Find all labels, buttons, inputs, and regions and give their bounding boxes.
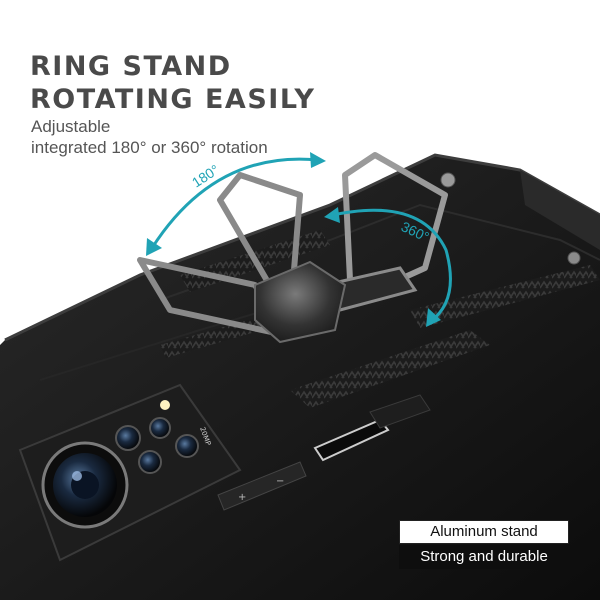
side-buttons: + − — [217, 461, 307, 511]
rotation-180-arrow — [146, 152, 326, 256]
aluminum-stand-badge: Aluminum stand — [399, 520, 569, 544]
strong-durable-badge: Strong and durable — [399, 545, 569, 569]
rotation-360-arrow — [324, 207, 452, 327]
subline-line-2: integrated 180° or 360° rotation — [31, 138, 268, 157]
headline: RING STAND ROTATING EASILY — [30, 50, 315, 116]
camera-lens — [138, 450, 162, 474]
camera-lens — [175, 434, 199, 458]
headline-line-1: RING STAND — [30, 51, 232, 82]
rotation-180-label: 180° — [189, 161, 222, 190]
ring-disc — [254, 260, 347, 344]
subline-line-1: Adjustable — [31, 117, 111, 136]
corner-screw — [567, 251, 581, 265]
svg-text:−: − — [276, 476, 284, 487]
camera-module: 20MP — [18, 383, 242, 562]
camera-lens — [149, 417, 171, 439]
port-cutout — [313, 418, 390, 462]
flash — [160, 400, 170, 410]
headline-line-2: ROTATING EASILY — [30, 84, 316, 115]
subline: Adjustable integrated 180° or 360° rotat… — [31, 116, 268, 158]
corner-screw — [440, 172, 456, 188]
camera-lens — [115, 425, 141, 451]
svg-text:+: + — [238, 492, 246, 503]
ring-stand — [137, 152, 448, 344]
